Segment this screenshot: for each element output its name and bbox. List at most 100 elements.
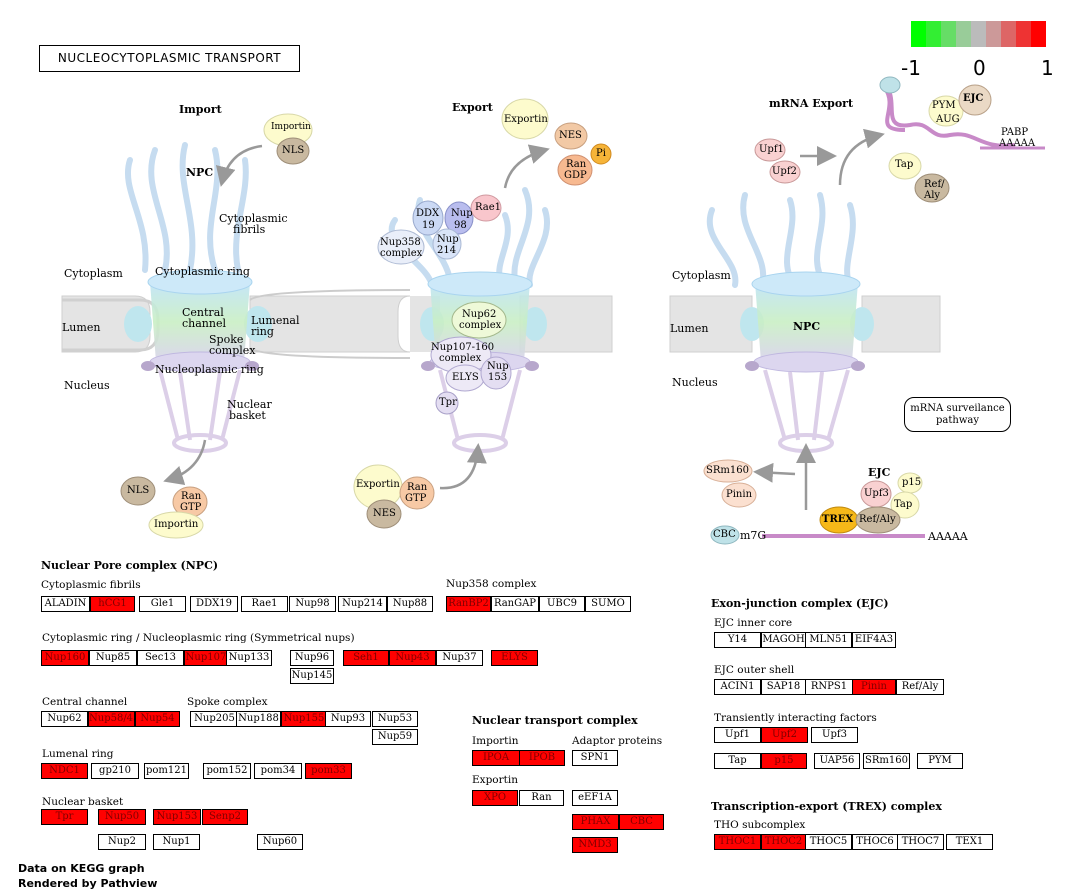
arrows — [163, 128, 885, 510]
gene-box[interactable]: Nup98 — [289, 596, 336, 612]
legend-swatch — [1016, 21, 1031, 47]
legend-swatch — [971, 21, 986, 47]
gene-box[interactable]: RNPS1 — [805, 679, 853, 695]
gene-box[interactable]: PHAX — [572, 814, 619, 830]
gene-box[interactable]: THOC7 — [897, 834, 944, 850]
legend-swatch — [1031, 21, 1046, 47]
gene-box[interactable]: DDX19 — [190, 596, 238, 612]
gene-box[interactable]: PYM — [917, 753, 963, 769]
gene-box[interactable]: Nup60 — [257, 834, 303, 850]
gene-box[interactable]: TEX1 — [946, 834, 993, 850]
gene-box[interactable]: ALADIN — [41, 596, 90, 612]
gene-box[interactable]: Pinin — [852, 679, 896, 695]
gene-box[interactable]: Gle1 — [139, 596, 186, 612]
gene-box[interactable]: UAP56 — [814, 753, 860, 769]
gene-box[interactable]: RanBP2 — [446, 596, 491, 612]
gene-box[interactable]: XPO — [472, 790, 518, 806]
gene-box[interactable]: pom121 — [144, 763, 189, 779]
protein-label-tap-bot: Tap — [894, 499, 913, 510]
gene-box[interactable]: Nup153 — [153, 809, 201, 825]
protein-label-trex: TREX — [822, 514, 854, 525]
gene-box[interactable]: SPN1 — [572, 750, 618, 766]
gene-box[interactable]: Nup43 — [389, 650, 436, 666]
legend-swatch — [911, 21, 926, 47]
gene-box[interactable]: UBC9 — [539, 596, 585, 612]
protein-label-exportin-bot: Exportin — [356, 479, 400, 490]
gene-box[interactable]: THOC5 — [805, 834, 852, 850]
gene-box[interactable]: p15 — [761, 753, 807, 769]
gene-box[interactable]: Tpr — [41, 809, 88, 825]
npc-mrna-export — [669, 83, 1045, 538]
gene-box[interactable]: RanGAP — [491, 596, 539, 612]
mrna-surveillance-pathway-link[interactable]: mRNA surveilance pathway — [904, 397, 1011, 432]
gene-box[interactable]: Ref/Aly — [896, 679, 944, 695]
gene-box[interactable]: Nup54 — [135, 711, 180, 727]
gene-box[interactable]: Nup205 — [190, 711, 239, 727]
gene-box[interactable]: Nup62 — [41, 711, 88, 727]
gene-box[interactable]: Nup160 — [41, 650, 89, 666]
group-label-spoke-c: Spoke complex — [187, 696, 268, 708]
gene-box[interactable]: MAGOH — [761, 632, 806, 648]
protein-label-nup358-1: Nup358 — [380, 237, 421, 248]
gene-box[interactable]: gp210 — [91, 763, 139, 779]
protein-label-pym: PYM — [932, 100, 956, 111]
gene-box[interactable]: THOC2 — [761, 834, 806, 850]
protein-label-nup214-2: 214 — [437, 245, 457, 256]
group-label-exportin-l: Exportin — [472, 774, 518, 786]
gene-box[interactable]: Nup188 — [236, 711, 281, 727]
gene-box[interactable]: SUMO — [585, 596, 631, 612]
gene-box[interactable]: THOC1 — [714, 834, 761, 850]
gene-box[interactable]: Seh1 — [343, 650, 389, 666]
gene-box[interactable]: Nup58/45 — [88, 711, 135, 727]
gene-box[interactable]: Nup133 — [226, 650, 272, 666]
gene-box[interactable]: Ran — [519, 790, 564, 806]
gene-box[interactable]: Nup2 — [98, 834, 146, 850]
gene-box[interactable]: Nup107 — [184, 650, 228, 666]
gene-box[interactable]: pom33 — [305, 763, 352, 779]
gene-box[interactable]: Nup145 — [290, 668, 334, 684]
gene-box[interactable]: ACIN1 — [714, 679, 761, 695]
gene-box[interactable]: hCG1 — [90, 596, 135, 612]
label-lumenal-ring: ring — [251, 325, 274, 338]
gene-box[interactable]: Nup59 — [372, 729, 418, 745]
gene-box[interactable]: NDC1 — [41, 763, 88, 779]
gene-box[interactable]: EIF4A3 — [852, 632, 896, 648]
gene-box[interactable]: THOC6 — [852, 834, 898, 850]
protein-label-cbc: CBC — [713, 529, 736, 540]
gene-box[interactable]: Nup93 — [325, 711, 371, 727]
gene-box[interactable]: Nup50 — [98, 809, 146, 825]
legend-swatch — [956, 21, 971, 47]
gene-box[interactable]: IPOA — [472, 750, 520, 766]
gene-box[interactable]: Nup214 — [338, 596, 387, 612]
gene-box[interactable]: pom34 — [254, 763, 302, 779]
gene-box[interactable]: NMD3 — [572, 837, 618, 853]
gene-box[interactable]: Y14 — [714, 632, 761, 648]
gene-box[interactable]: Sec13 — [137, 650, 184, 666]
gene-box[interactable]: Nup1 — [153, 834, 200, 850]
label-cyto-fibrils: Cytoplasmic — [219, 212, 288, 225]
gene-box[interactable]: Nup96 — [290, 650, 334, 666]
label-npc: NPC — [186, 166, 214, 179]
gene-box[interactable]: SAP18 — [761, 679, 806, 695]
label-nucleus: Nucleus — [64, 379, 110, 392]
gene-box[interactable]: MLN51 — [805, 632, 852, 648]
gene-box[interactable]: Nup53 — [372, 711, 418, 727]
gene-box[interactable]: CBC — [619, 814, 664, 830]
gene-box[interactable]: eEF1A — [572, 790, 618, 806]
gene-box[interactable]: pom152 — [203, 763, 251, 779]
gene-box[interactable]: Nup85 — [89, 650, 137, 666]
gene-box[interactable]: Nup155 — [281, 711, 327, 727]
group-label-ejc-head: Exon-junction complex (EJC) — [711, 597, 889, 610]
gene-box[interactable]: Tap — [714, 753, 761, 769]
gene-box[interactable]: Nup88 — [387, 596, 433, 612]
gene-box[interactable]: Nup37 — [436, 650, 483, 666]
gene-box[interactable]: Senp2 — [202, 809, 248, 825]
gene-box[interactable]: SRm160 — [863, 753, 910, 769]
gene-box[interactable]: ELYS — [491, 650, 538, 666]
gene-box[interactable]: Rae1 — [241, 596, 288, 612]
gene-box[interactable]: Upf1 — [714, 727, 761, 743]
gene-box[interactable]: Upf3 — [811, 727, 858, 743]
gene-box[interactable]: Upf2 — [761, 727, 808, 743]
gene-box[interactable]: IPOB — [519, 750, 565, 766]
protein-label-pinin: Pinin — [726, 489, 753, 500]
